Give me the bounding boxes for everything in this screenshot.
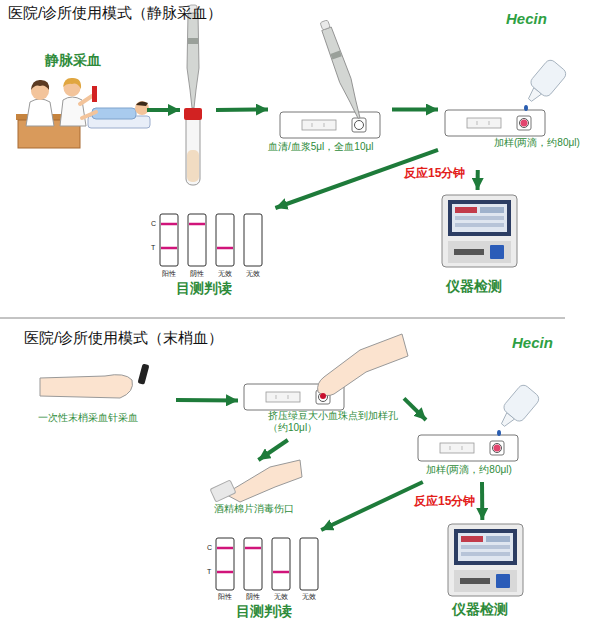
- line-marker: C: [151, 220, 156, 228]
- flow-arrow: [480, 482, 484, 520]
- node-text: 无效: [212, 270, 238, 278]
- pipette: [318, 19, 365, 120]
- section-divider: [0, 318, 565, 319]
- sample-tube: [186, 110, 200, 185]
- instrument-box: 仪器检测: [440, 520, 532, 618]
- dropper-bottle: [521, 58, 568, 108]
- flow-arrow: [176, 398, 238, 403]
- line-marker: T: [151, 244, 155, 252]
- blood-drop: [320, 393, 326, 399]
- blanket: [92, 108, 136, 119]
- node-text: 医院/诊所使用模式（末梢血）: [24, 329, 344, 347]
- node-text: 无效: [240, 270, 266, 278]
- patient-hair: [136, 101, 148, 106]
- instrument-box: 仪器检测: [438, 190, 530, 300]
- test-cassette: [280, 112, 380, 138]
- node-text: 加样(两滴，约80μl): [494, 137, 580, 149]
- step-box: [180, 8, 216, 190]
- node-text: 静脉采血: [45, 52, 135, 69]
- blood-tube: [92, 86, 97, 102]
- hand: [225, 460, 302, 502]
- sample-drop: [494, 445, 501, 452]
- node-text: 阴性: [184, 270, 210, 278]
- analyzer-instrument: [442, 195, 517, 267]
- test-cassette: [445, 110, 545, 136]
- brand-logo: Hecin: [512, 334, 553, 352]
- node-text: 无效: [268, 593, 294, 601]
- flow-arrow: [147, 108, 180, 112]
- edge-label: 反应15分钟: [414, 494, 475, 508]
- line-marker: C: [207, 544, 212, 552]
- flow-arrow: [258, 440, 287, 460]
- doctor-hair: [31, 80, 49, 90]
- nurse-hair: [63, 78, 81, 89]
- step-box: 挤压绿豆大小血珠点到加样孔（约10μl）: [238, 336, 404, 440]
- finger: [318, 334, 408, 396]
- node-text: 酒精棉片消毒伤口: [214, 503, 314, 515]
- flow-arrow: [321, 482, 423, 530]
- step-box: 血清/血浆5μl，全血10μl: [268, 18, 392, 168]
- buffer-drop: [497, 430, 501, 436]
- node-text: 阴性: [240, 593, 266, 601]
- brand-logo: Hecin: [506, 10, 547, 28]
- edge-label: 反应15分钟: [404, 166, 465, 180]
- node-text: 阳性: [156, 270, 182, 278]
- node-text: 医院/诊所使用模式（静脉采血）: [8, 4, 328, 22]
- flow-arrow: [392, 108, 438, 112]
- dropper-bottle: [494, 383, 541, 433]
- result-box: 阳性阴性无效无效目测判读: [206, 530, 334, 620]
- node-text: 挤压绿豆大小血珠点到加样孔（约10μl）: [268, 410, 402, 434]
- nurse-arm: [80, 96, 92, 104]
- line-marker: T: [207, 568, 211, 576]
- buffer-drop: [524, 105, 528, 111]
- section-band: 医院/诊所使用模式（末梢血） 一次性末梢采血针采血 挤压绿豆大小血珠点到加样孔（约1…: [0, 320, 589, 622]
- section-band: 医院/诊所使用模式（静脉采血） 静脉采血血清/血浆5μl，全血10μl 加样(两滴，…: [0, 0, 589, 316]
- alcohol-pad: [210, 480, 236, 502]
- node-text: 目测判读: [176, 280, 256, 297]
- lancet: [138, 364, 150, 385]
- step-box: 加样(两滴，约80μl): [410, 420, 570, 482]
- doctor-coat: [26, 99, 54, 126]
- analyzer-instrument: [448, 524, 523, 596]
- test-cassette: [418, 435, 518, 461]
- node-text: 仪器检测: [452, 601, 532, 618]
- flow-arrow: [216, 108, 268, 112]
- tube-cap: [184, 108, 202, 120]
- node-text: 加样(两滴，约80μl): [426, 464, 556, 476]
- step-box: 一次性末梢采血针采血: [36, 360, 176, 430]
- hand: [40, 375, 133, 398]
- test-strips: [160, 214, 262, 266]
- flow-arrow: [404, 398, 426, 420]
- blood-draw-illustration: [16, 78, 150, 148]
- step-box: 静脉采血: [12, 48, 147, 148]
- node-text: 血清/血浆5μl，全血10μl: [268, 141, 392, 153]
- patient-head: [135, 101, 149, 115]
- step-box: 酒精棉片消毒伤口: [210, 460, 320, 518]
- step-box: 加样(两滴，约80μl): [438, 58, 580, 170]
- node-text: 阳性: [212, 593, 238, 601]
- sample-drop: [521, 120, 528, 127]
- test-strips: [216, 538, 318, 590]
- result-box: 阳性阴性无效无效目测判读: [150, 208, 282, 304]
- patient-arm: [82, 112, 96, 118]
- serum: [187, 150, 199, 182]
- node-text: 仪器检测: [446, 278, 526, 295]
- flow-arrow: [476, 170, 480, 190]
- node-text: 目测判读: [236, 603, 316, 620]
- node-text: 无效: [296, 593, 322, 601]
- node-text: 一次性末梢采血针采血: [38, 412, 176, 424]
